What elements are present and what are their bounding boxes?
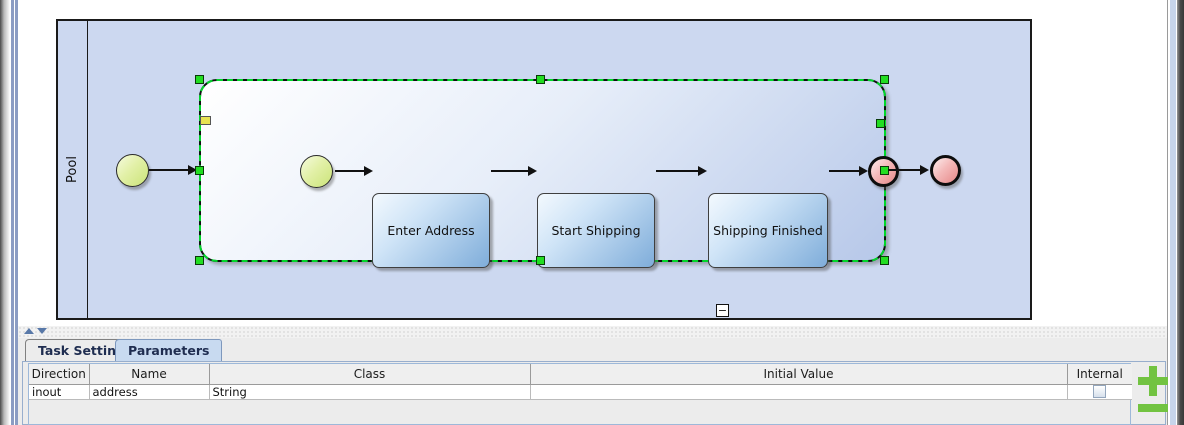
parameters-table-scrollpane: Direction Name Class Initial Value Inter… [28, 363, 1132, 425]
cell-direction[interactable]: inout [29, 383, 90, 400]
left-divider-bar[interactable] [15, 0, 18, 425]
splitter-expand-down-icon[interactable] [37, 328, 47, 334]
sequence-flow-arrow[interactable] [335, 166, 373, 176]
plus-icon [1149, 366, 1157, 396]
task-shipping-finished[interactable]: Shipping Finished [708, 193, 828, 268]
left-divider-bar[interactable] [11, 0, 14, 425]
resize-handle-nw[interactable] [195, 75, 204, 84]
parameters-table: Direction Name Class Initial Value Inter… [29, 364, 1132, 400]
task-label: Enter Address [387, 223, 475, 238]
table-row[interactable]: inout address String [29, 383, 1132, 400]
properties-panel: Task Settings Parameters Direction Name … [18, 338, 1168, 425]
column-header-name[interactable]: Name [88, 364, 210, 385]
cell-class[interactable]: String [208, 383, 531, 400]
subprocess-shape[interactable]: Enter Address Start Shipping Shipping Fi… [199, 79, 899, 317]
parameters-tab-content: Direction Name Class Initial Value Inter… [22, 361, 1168, 425]
cell-initial-value[interactable] [529, 383, 1068, 400]
resize-handle-sw[interactable] [195, 256, 204, 265]
tab-label: Task Settings [38, 343, 133, 358]
horizontal-splitter[interactable] [18, 326, 1167, 338]
subprocess-collapse-toggle[interactable]: − [716, 304, 729, 317]
anchor-handle-east[interactable] [876, 119, 885, 128]
sequence-flow-arrow[interactable] [829, 166, 868, 176]
start-event-outer[interactable] [116, 154, 149, 187]
remove-parameter-button[interactable] [1138, 404, 1168, 412]
pool-label: Pool [65, 156, 80, 183]
sequence-flow-arrow[interactable] [149, 165, 197, 175]
sequence-flow-arrow[interactable] [491, 166, 537, 176]
right-scroll-track[interactable] [1170, 0, 1176, 425]
connection-handle-w[interactable] [195, 166, 204, 175]
add-parameter-button[interactable] [1138, 366, 1168, 396]
sequence-flow-arrow[interactable] [656, 166, 707, 176]
end-event-inner[interactable] [868, 156, 899, 187]
column-header-initial-value[interactable]: Initial Value [529, 364, 1068, 385]
task-enter-address[interactable]: Enter Address [372, 193, 490, 268]
diagram-canvas[interactable]: Pool Enter Address Start Shipping [18, 0, 1167, 326]
table-header-row: Direction Name Class Initial Value Inter… [29, 364, 1132, 385]
resize-handle-se[interactable] [880, 256, 889, 265]
anchor-handle-west[interactable] [200, 116, 211, 125]
resize-handle-n[interactable] [536, 75, 545, 84]
start-event-inner[interactable] [300, 155, 333, 188]
pool-label-strip[interactable]: Pool [58, 21, 88, 318]
tab-parameters[interactable]: Parameters [115, 339, 223, 361]
minus-icon: − [717, 303, 728, 317]
resize-handle-ne[interactable] [880, 75, 889, 84]
task-label: Start Shipping [551, 223, 641, 238]
end-event-outer[interactable] [930, 155, 961, 186]
splitter-expand-up-icon[interactable] [24, 328, 34, 334]
task-label: Shipping Finished [713, 223, 823, 238]
column-header-direction[interactable]: Direction [29, 364, 90, 385]
tab-label: Parameters [128, 343, 210, 358]
cell-name[interactable]: address [88, 383, 210, 400]
pool-shape[interactable]: Pool Enter Address Start Shipping [56, 19, 1032, 320]
resize-handle-s[interactable] [536, 256, 545, 265]
column-header-class[interactable]: Class [208, 364, 531, 385]
cell-internal [1066, 383, 1132, 400]
parameter-buttons [1136, 362, 1170, 424]
window-left-edge [0, 0, 10, 425]
sequence-flow-arrow[interactable] [888, 165, 929, 175]
task-start-shipping[interactable]: Start Shipping [537, 193, 655, 268]
minus-icon [1138, 404, 1168, 412]
canvas-right-border [1167, 0, 1168, 425]
internal-checkbox[interactable] [1093, 385, 1107, 398]
column-header-internal[interactable]: Internal [1066, 364, 1132, 385]
window-right-edge [1177, 0, 1184, 425]
